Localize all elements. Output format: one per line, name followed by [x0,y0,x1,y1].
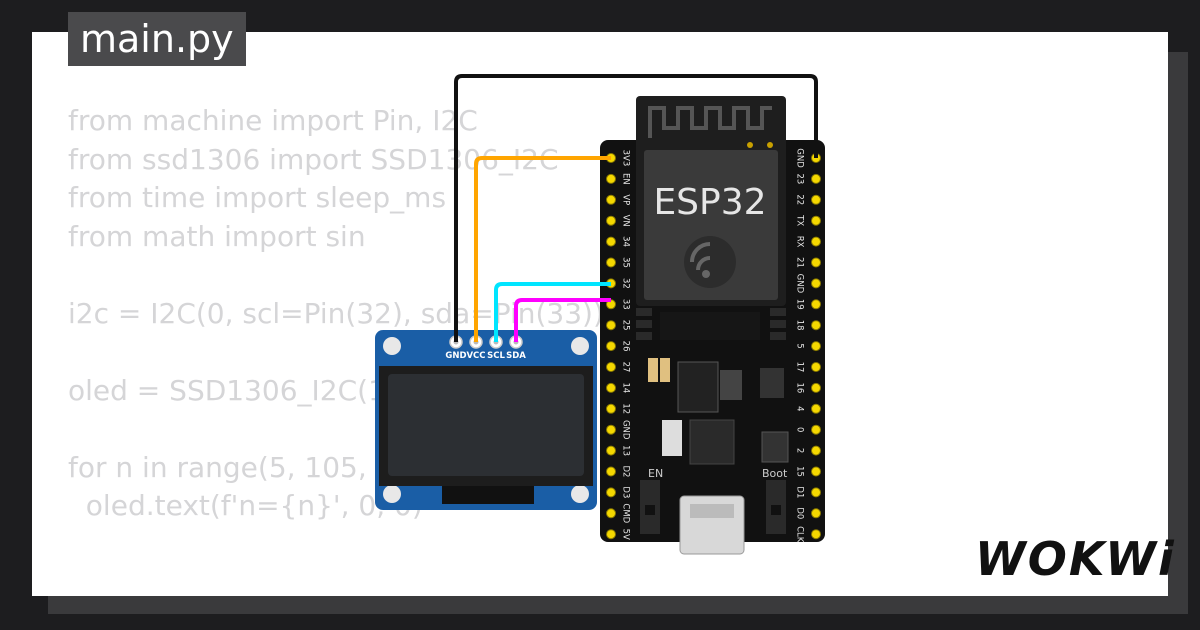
code-line: i2c = I2C(0, scl=Pin(32), sda=Pin(33)) [68,296,604,330]
esp32-pin-label: 18 [795,320,805,331]
esp32-pin[interactable] [811,215,821,226]
esp32-pin-label: D2 [621,466,631,478]
esp32-pin-label: D3 [621,486,631,498]
esp32-pin-label: 19 [795,299,805,310]
esp32-pin-label: 32 [621,278,631,289]
esp32-pin-label: 34 [621,236,631,247]
esp32-pin-label: 23 [795,173,805,184]
wire-scl[interactable] [494,282,611,342]
esp32-pin[interactable] [811,508,821,519]
esp32-pin[interactable] [811,236,821,247]
esp32-pin[interactable] [811,529,821,540]
esp32-pin[interactable] [606,320,616,331]
esp32-pin-label: GND [621,420,631,440]
esp32-pin-label: 13 [621,445,631,456]
esp32-pin-label: 12 [621,403,631,414]
esp32-pin-label: EN [621,173,631,185]
esp32-pin[interactable] [606,362,616,372]
boot-button-label: Boot [762,467,788,480]
esp32-pin[interactable] [606,173,616,184]
esp32-pin[interactable] [606,424,616,435]
esp32-pin-label: 21 [795,257,805,268]
esp32-pin-label: GND [795,148,805,168]
esp32-pin-label: 35 [621,257,631,268]
esp32-pin[interactable] [606,382,616,393]
wokwi-logo: WOKWi [975,532,1176,586]
esp32-pin[interactable] [606,466,616,477]
esp32-pin[interactable] [811,299,821,310]
oled-pin-label: VCC [466,351,485,361]
oled-pin-label: GND [445,351,466,361]
code-line: from machine import Pin, I2C [68,104,478,137]
esp32-pin-label: 15 [795,466,805,477]
espressif-logo-icon [684,236,736,288]
esp32-pin[interactable] [811,362,821,372]
esp32-pin[interactable] [606,194,616,205]
esp32-pin-headers: 3V3ENVPVN343532332526271412GND13D2D3CMD5… [606,148,821,543]
esp32-pin-label: 3V3 [621,150,631,167]
esp32-pin-label: CMD [621,503,631,523]
code-line: from math import sin [68,219,366,253]
esp32-pin[interactable] [811,257,821,268]
esp32-pin-label: 16 [795,382,805,393]
esp32-pin-label: 22 [795,194,805,205]
oled-module[interactable] [375,330,597,510]
oled-pin-label: SCL [487,351,505,361]
esp32-pin[interactable] [606,257,616,268]
esp32-pin[interactable] [606,403,616,414]
esp32-pin-label: 27 [621,362,631,373]
file-tab-main-py[interactable]: main.py [68,12,246,66]
esp32-pin-label: D1 [795,486,805,498]
code-line: from ssd1306 import SSD1306_I2C [68,142,559,176]
esp32-pin[interactable] [811,466,821,477]
code-line: from time import sleep_ms [68,181,447,214]
en-button-label: EN [648,467,663,480]
esp32-pin-label: 17 [795,362,805,373]
esp32-pin[interactable] [606,445,616,456]
esp32-pin-label: RX [795,236,805,248]
esp32-board[interactable]: ESP32 [600,96,825,555]
esp32-pin[interactable] [606,236,616,247]
oled-screen [388,374,584,476]
esp32-pin-label: 5 [795,343,805,348]
esp32-pin[interactable] [606,215,616,226]
esp32-pin[interactable] [811,403,821,414]
oled-pin-label: SDA [506,351,526,361]
esp32-pin[interactable] [811,382,821,393]
esp32-pin-label: VN [621,215,631,227]
code-line: oled.text(f'n={n}', 0, 0) [68,489,423,522]
esp32-pin-label: TX [795,214,805,226]
esp32-pin-label: 33 [621,299,631,310]
esp32-pin-label: 5V [621,529,631,540]
esp32-pin-label: VP [621,194,631,205]
esp32-pin[interactable] [606,487,616,498]
esp32-pin[interactable] [811,194,821,205]
esp32-pin[interactable] [606,341,616,352]
esp32-pin[interactable] [811,320,821,331]
wire-gnd[interactable] [454,74,818,342]
esp32-pin-label: GND [795,274,805,294]
esp32-pin-label: 4 [795,406,805,411]
esp32-pin[interactable] [606,508,616,519]
esp32-pin-label: 14 [621,382,631,393]
esp32-pin[interactable] [811,487,821,498]
esp32-pin-label: 2 [795,448,805,453]
esp32-pin-label: 26 [621,341,631,352]
esp32-pin-label: CLK [795,526,805,543]
wire-sda[interactable] [514,298,611,342]
esp32-pin[interactable] [811,424,821,435]
wire-vcc[interactable] [474,156,611,342]
esp32-pin[interactable] [811,445,821,456]
esp32-chip-label: ESP32 [653,182,766,223]
esp32-pin[interactable] [811,278,821,289]
esp32-pin-label: 25 [621,320,631,331]
esp32-pin[interactable] [606,529,616,540]
esp32-pin[interactable] [811,173,821,184]
esp32-pin[interactable] [811,341,821,352]
esp32-pin-label: D0 [795,507,805,519]
esp32-pin-label: 0 [795,427,805,432]
